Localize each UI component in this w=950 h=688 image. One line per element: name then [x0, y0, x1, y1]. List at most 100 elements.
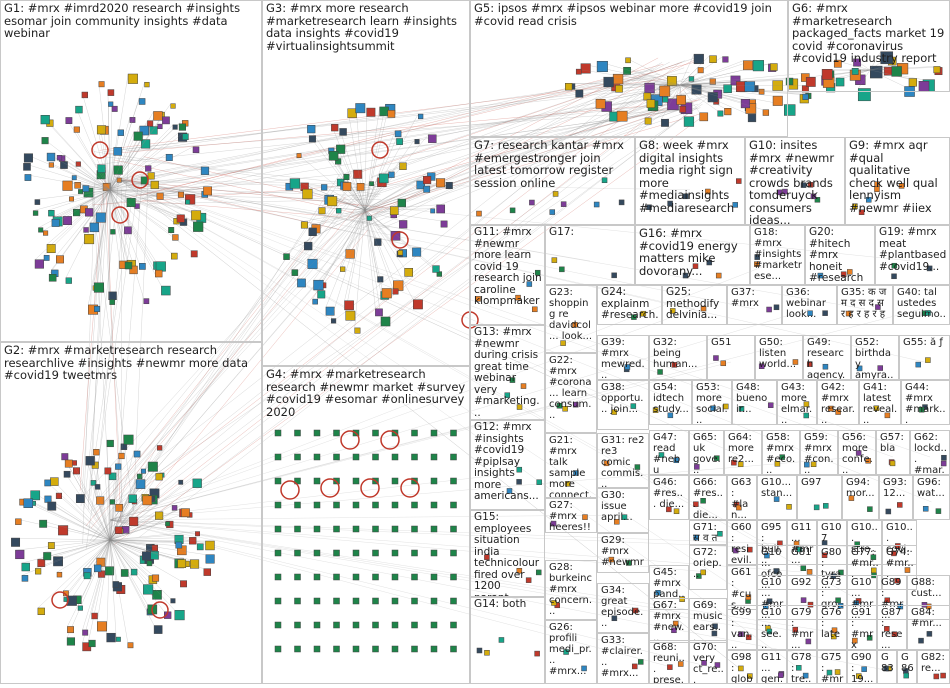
edge	[321, 184, 366, 211]
group-box-g37: G37: #mrx	[727, 285, 782, 325]
group-label: G74: #mr...	[886, 547, 914, 580]
vertex-g2	[203, 568, 212, 576]
vertex-g4	[450, 477, 457, 485]
self-loop	[91, 141, 109, 159]
edge	[117, 178, 390, 229]
edge	[364, 139, 415, 211]
edge	[123, 172, 356, 197]
edge	[97, 107, 698, 190]
vertex-g2	[56, 571, 63, 578]
edge	[109, 539, 141, 557]
edge	[109, 508, 182, 541]
group-label: G33: #clairer... #mrx...	[601, 635, 643, 679]
group-box-g81: G81	[787, 545, 817, 590]
group-label: G92	[791, 577, 812, 588]
edge	[364, 209, 392, 232]
edge	[109, 189, 173, 235]
vertex-g4	[391, 477, 399, 485]
vertex	[903, 672, 909, 679]
edge	[65, 117, 111, 191]
vertex	[754, 261, 760, 267]
vertex-g1	[102, 183, 111, 191]
edge	[343, 174, 366, 211]
vertex-g4	[313, 573, 321, 581]
vertex-g4	[274, 621, 282, 629]
edge	[19, 498, 111, 541]
edge	[51, 189, 111, 271]
group-box-g94: G94: mor...	[842, 475, 879, 520]
vertex	[738, 406, 745, 412]
vertex	[624, 364, 631, 370]
edge	[342, 98, 693, 191]
edge	[109, 494, 129, 541]
vertex-g4	[391, 597, 399, 605]
edge	[134, 72, 690, 152]
group-box-g8: G8: week #mrx digital insights media rig…	[635, 137, 745, 225]
vertex-g3	[428, 134, 437, 143]
edge	[93, 449, 111, 541]
group-label: G82: re...	[921, 652, 945, 674]
edge	[345, 209, 366, 312]
vertex-g3	[397, 250, 403, 256]
edge	[679, 73, 802, 86]
edge	[109, 519, 833, 633]
edge	[103, 83, 689, 152]
edge	[91, 539, 111, 614]
vertex-g2	[153, 625, 163, 634]
group-box-g90: G90: 19...	[847, 650, 877, 684]
edge	[307, 125, 366, 211]
edge	[101, 224, 353, 507]
vertex-g3	[423, 185, 431, 193]
vertex-g2	[146, 560, 153, 567]
vertex-g2	[85, 456, 95, 466]
vertex-g2	[58, 525, 69, 536]
vertex-g3	[394, 130, 402, 138]
group-label: G86	[901, 652, 914, 674]
vertex-g1	[48, 162, 54, 168]
group-label: G64: more re2...	[728, 432, 754, 465]
edge	[339, 128, 366, 211]
vertex-g1	[149, 126, 158, 135]
vertex	[700, 569, 706, 576]
group-label: G32: being human...	[653, 337, 698, 370]
edge	[47, 501, 111, 541]
edge	[109, 172, 148, 191]
vertex-g1	[75, 105, 83, 114]
vertex-g2	[180, 580, 187, 588]
edge	[126, 109, 682, 152]
edge	[94, 539, 111, 565]
edge	[679, 84, 718, 111]
edge	[354, 95, 709, 199]
group-box-g56: G56: more confe...	[838, 430, 876, 475]
group-box-g10t: G10... see...	[757, 605, 787, 650]
group-label: G10... stan...	[761, 477, 793, 499]
edge	[679, 84, 714, 91]
edge	[308, 209, 366, 229]
vertex-g2	[152, 590, 162, 600]
vertex	[822, 363, 829, 370]
edge	[364, 181, 370, 211]
edge	[364, 180, 417, 211]
vertex-g2	[108, 472, 117, 481]
edge	[115, 195, 357, 509]
edge	[119, 81, 630, 181]
vertex-g2	[178, 479, 184, 485]
vertex	[652, 407, 659, 413]
vertex	[796, 665, 802, 671]
edge	[85, 185, 139, 549]
vertex	[889, 460, 896, 467]
vertex	[884, 597, 891, 604]
vertex	[667, 200, 673, 207]
edge	[661, 84, 681, 120]
vertex-g3	[390, 230, 401, 241]
edge	[311, 209, 366, 225]
group-box-g3: G3: #mrx more research #marketresearch l…	[262, 0, 470, 366]
vertex	[732, 547, 739, 554]
edge	[384, 99, 697, 186]
vertex-g4	[274, 645, 282, 653]
edge	[109, 189, 194, 223]
edge	[109, 539, 148, 605]
vertex-g4	[294, 645, 301, 653]
edge	[85, 456, 111, 541]
